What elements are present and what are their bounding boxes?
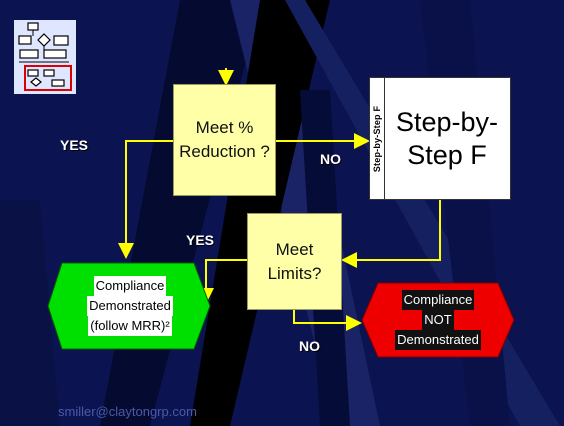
compliance-demonstrated-line1: Compliance [93,276,167,296]
arrow-yes-reduction [118,140,173,259]
arrow-step-to-limits [341,200,441,268]
compliance-demonstrated: Compliance Demonstrated (follow MRR)² [62,265,198,347]
compliance-not-line3: Demonstrated [395,330,481,350]
flowchart-thumbnail-icon [14,20,76,94]
decision-reduction-label: Meet % Reduction ? [179,118,270,161]
compliance-demonstrated-line2: Demonstrated [87,296,173,316]
step-by-step-box: Step-by-Step F Step-by-Step F [369,77,511,200]
decision-limits: Meet Limits? [247,213,342,310]
label-no-limits: NO [299,338,320,354]
step-side-label: Step-by-Step F [372,105,382,172]
decision-reduction: Meet % Reduction ? [173,84,276,196]
arrow-yes-limits [198,259,247,304]
step-main-label: Step-by-Step F [395,106,499,170]
compliance-not-line1: Compliance [401,290,475,310]
arrow-no-limits [293,310,362,331]
decision-limits-label: Meet Limits? [267,239,322,283]
label-yes-limits: YES [186,232,215,248]
compliance-not-demonstrated: Compliance NOT Demonstrated [378,285,498,355]
label-yes-reduction: YES [60,137,89,153]
compliance-demonstrated-line3: (follow MRR)² [88,316,172,336]
label-no-reduction: NO [320,151,341,167]
footer-email: smiller@claytongrp.com [58,404,197,419]
compliance-not-line2: NOT [422,310,454,330]
step-side-tab: Step-by-Step F [370,78,385,199]
